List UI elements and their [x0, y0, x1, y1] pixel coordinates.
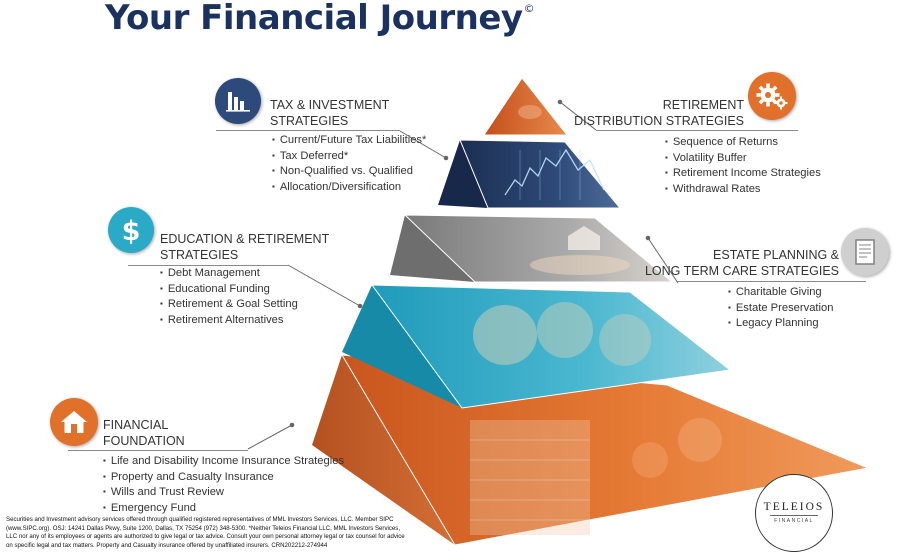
teleios-logo: TELEIOS FINANCIAL — [755, 474, 833, 552]
list-item: Volatility Buffer — [665, 151, 821, 167]
estate-heading: ESTATE PLANNING & LONG TERM CARE STRATEG… — [645, 247, 839, 279]
tier-education — [342, 284, 732, 409]
list-item: Debt Management — [160, 266, 298, 282]
list-item: Estate Preservation — [728, 301, 834, 317]
retirement-rule — [596, 130, 798, 131]
foundation-rule — [68, 450, 248, 451]
gears-icon — [756, 83, 788, 110]
tax-heading: TAX & INVESTMENT STRATEGIES — [270, 97, 389, 129]
list-item: Retirement Income Strategies — [665, 166, 821, 182]
logo-name: TELEIOS — [763, 501, 825, 513]
foundation-heading-line-2: FOUNDATION — [103, 434, 185, 448]
title-text: Your Financial Journey — [105, 0, 523, 38]
list-item: Legacy Planning — [728, 316, 833, 332]
foundation-heading-line-1: FINANCIAL — [103, 418, 169, 432]
education-heading-line-1: EDUCATION & RETIREMENT — [160, 232, 330, 246]
retirement-heading-line-1: RETIREMENT — [662, 98, 744, 112]
retirement-heading-line-2: DISTRIBUTION STRATEGIES — [574, 114, 744, 128]
education-list: Debt Management Educational Funding Reti… — [160, 266, 298, 328]
tier-tax — [438, 139, 622, 209]
document-icon — [855, 239, 875, 265]
list-item: Retirement & Goal Setting — [160, 297, 298, 313]
tax-rule — [216, 130, 400, 131]
page-title: Your Financial Journey© — [105, 0, 535, 38]
logo-divider — [770, 515, 818, 516]
list-item: Emergency Fund — [103, 501, 344, 517]
list-item: Retirement Alternatives — [160, 313, 298, 329]
estate-rule — [676, 281, 866, 282]
list-item: Current/Future Tax Liabilities* — [272, 133, 427, 149]
disclaimer-text: Securities and Investment advisory servi… — [6, 516, 405, 549]
list-item: Sequence of Returns — [665, 135, 821, 151]
retirement-icon-badge — [748, 72, 796, 120]
list-item: Tax Deferred* — [272, 149, 426, 165]
estate-heading-line-1: ESTATE PLANNING & — [713, 248, 839, 262]
education-heading: EDUCATION & RETIREMENT STRATEGIES — [160, 231, 329, 263]
estate-heading-line-2: LONG TERM CARE STRATEGIES — [644, 264, 839, 278]
list-item: Charitable Giving — [728, 285, 833, 301]
list-item: Wills and Trust Review — [103, 485, 344, 501]
list-item: Property and Casualty Insurance — [103, 470, 344, 486]
tier-estate — [390, 214, 674, 283]
estate-icon-badge — [841, 228, 889, 276]
tax-heading-line-2: STRATEGIES — [270, 114, 349, 128]
home-icon — [61, 411, 87, 433]
list-item: Allocation/Diversification — [272, 180, 426, 196]
logo-sub: FINANCIAL — [774, 518, 814, 524]
tax-icon-badge — [215, 78, 261, 124]
copyright-mark: © — [523, 2, 535, 15]
list-item: Life and Disability Income Insurance Str… — [103, 454, 344, 470]
list-item: Non-Qualified vs. Qualified — [272, 164, 426, 180]
svg-text:$: $ — [122, 216, 141, 245]
tax-list: Current/Future Tax Liabilities* Tax Defe… — [272, 133, 427, 196]
dollar-icon: $ — [122, 216, 141, 245]
retirement-heading: RETIREMENT DISTRIBUTION STRATEGIES — [574, 97, 744, 129]
list-item: Withdrawal Rates — [665, 182, 821, 198]
estate-list: Charitable Giving Estate Preservation Le… — [728, 285, 834, 332]
foundation-icon-badge — [50, 398, 98, 446]
education-icon-badge: $ — [108, 207, 154, 253]
bar-chart-icon — [226, 92, 250, 112]
retirement-list: Sequence of Returns Volatility Buffer Re… — [665, 135, 821, 197]
tier-retirement-distribution — [483, 77, 569, 136]
tax-heading-line-1: TAX & INVESTMENT — [270, 98, 390, 112]
list-item: Educational Funding — [160, 282, 298, 298]
foundation-list: Life and Disability Income Insurance Str… — [103, 454, 344, 516]
education-heading-line-2: STRATEGIES — [160, 248, 239, 262]
foundation-heading: FINANCIAL FOUNDATION — [103, 417, 185, 449]
